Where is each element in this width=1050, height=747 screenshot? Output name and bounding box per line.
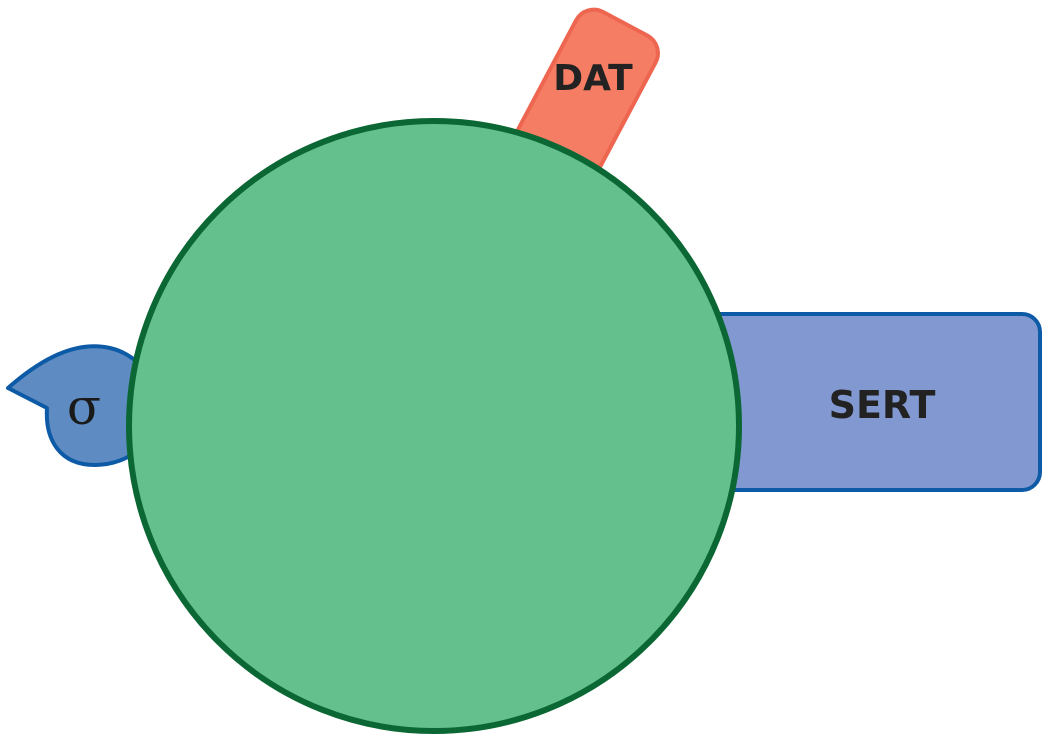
branch-dat-label: DAT bbox=[553, 58, 633, 99]
branch-sigma-label: σ bbox=[67, 378, 101, 436]
hub-circle bbox=[126, 118, 742, 734]
branch-sert-label: SERT bbox=[829, 383, 936, 427]
